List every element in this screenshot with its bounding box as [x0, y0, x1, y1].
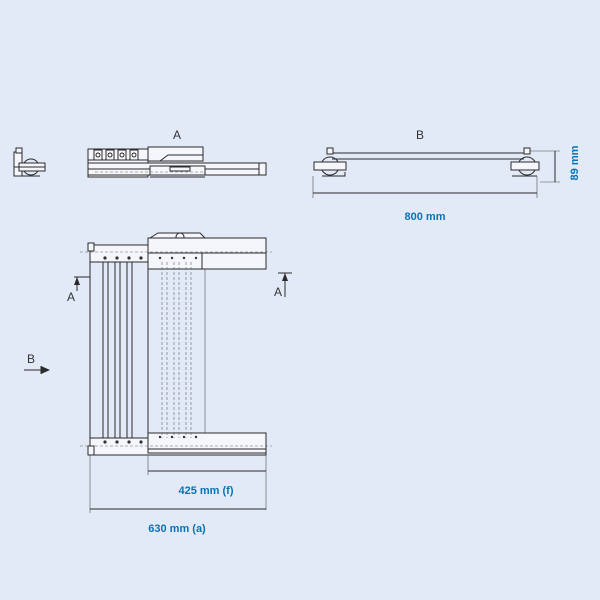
dimension-depth-f: 425 mm (f) [178, 485, 233, 497]
dimension-width-b: 800 mm [405, 211, 446, 223]
dimension-depth-a: 630 mm (a) [148, 523, 206, 535]
view-a-label: A [173, 128, 181, 142]
arrow-b-label: B [27, 352, 35, 366]
plan-view: A A B 425 mm (f) 630 mm (a) [24, 232, 292, 535]
section-a-left-label: A [67, 290, 75, 304]
section-a-right-label: A [274, 285, 282, 299]
front-view-b: B 800 mm 89 mm [312, 128, 581, 223]
end-view-small [13, 147, 46, 177]
view-b-label: B [416, 128, 424, 142]
side-view-a: A [87, 128, 267, 178]
dimension-height-b: 89 mm [569, 145, 581, 180]
